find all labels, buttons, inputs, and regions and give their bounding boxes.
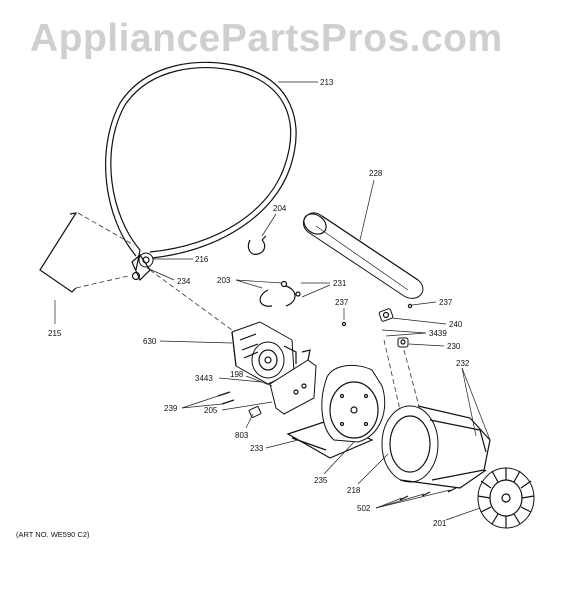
callout-233: 233 — [250, 444, 264, 453]
site-watermark: AppliancePartsPros.com — [30, 17, 503, 60]
screw-237-b — [407, 303, 413, 309]
callout-239: 239 — [164, 404, 178, 413]
callout-228: 228 — [369, 169, 383, 178]
callout-198: 198 — [230, 370, 244, 379]
callout-218: 218 — [347, 486, 361, 495]
exhaust-duct-tube — [302, 212, 424, 299]
callout-205: 205 — [204, 406, 218, 415]
screw-237-a — [341, 321, 347, 327]
drive-motor — [231, 321, 297, 385]
callout-213: 213 — [320, 78, 334, 87]
wire-clip — [247, 235, 267, 255]
art-number: (ART NO. WE590 C2) — [16, 530, 90, 539]
callout-237a: 237 — [335, 298, 349, 307]
motor-mount-clamps — [259, 280, 301, 307]
callout-803: 803 — [235, 431, 249, 440]
thermostat-assembly — [378, 308, 409, 348]
callout-630: 630 — [143, 337, 157, 346]
callout-215: 215 — [48, 329, 62, 338]
blower-wheel — [477, 467, 535, 529]
callout-502: 502 — [357, 504, 371, 513]
callout-3439: 3439 — [429, 329, 447, 338]
callout-204: 204 — [273, 204, 287, 213]
idler-arm-rod — [39, 212, 78, 293]
callout-203: 203 — [217, 276, 231, 285]
motor-switch-bracket — [269, 349, 317, 415]
harness-connector — [248, 406, 262, 418]
callout-237b: 237 — [439, 298, 453, 307]
drive-belt — [105, 61, 297, 271]
callout-235: 235 — [314, 476, 328, 485]
callout-230: 230 — [447, 342, 461, 351]
screws-502 — [399, 487, 457, 501]
idler-pulley — [131, 252, 154, 282]
callout-231: 231 — [333, 279, 347, 288]
callout-216: 216 — [195, 255, 209, 264]
callout-240: 240 — [449, 320, 463, 329]
screws-239 — [217, 391, 235, 405]
callout-232: 232 — [456, 359, 470, 368]
blower-housing-front — [381, 405, 491, 489]
callout-201: 201 — [433, 519, 447, 528]
callout-234: 234 — [177, 277, 191, 286]
callout-3443: 3443 — [195, 374, 213, 383]
blower-housing-back — [321, 364, 386, 443]
